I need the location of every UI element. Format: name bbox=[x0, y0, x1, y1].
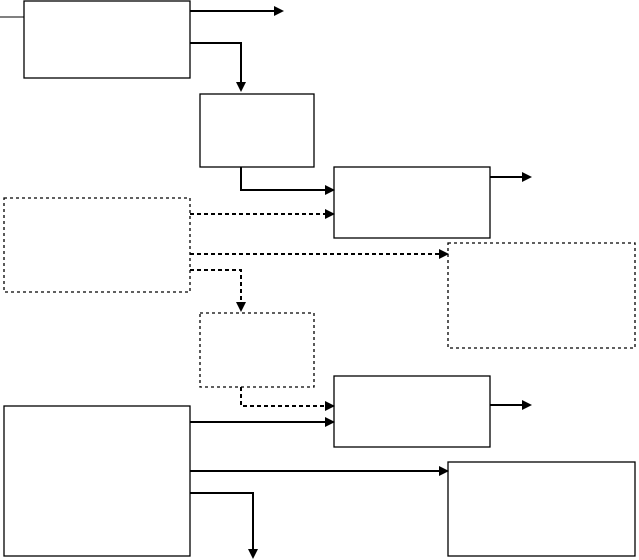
dashed-arrow-left-to-right-dashed bbox=[190, 249, 449, 259]
arrow-bottom-left-down bbox=[190, 492, 258, 559]
box-bottom-left bbox=[3, 405, 191, 557]
arrow-middle-upper-to-center-upper bbox=[240, 167, 335, 195]
arrow-bottom-left-to-bottom-right bbox=[190, 466, 449, 476]
box-top-left bbox=[23, 0, 191, 79]
dashed-arrow-left-to-middle-dashed bbox=[190, 269, 246, 312]
box-center-lower bbox=[333, 375, 491, 448]
arrow-center-upper-to-right bbox=[490, 172, 532, 182]
arrow-bottom-left-to-center-lower bbox=[190, 417, 335, 427]
arrow-center-lower-to-right bbox=[490, 400, 532, 410]
box-center-upper bbox=[333, 166, 491, 239]
dashed-arrow-left-to-center-upper bbox=[190, 209, 335, 219]
dashed-arrow-middle-dashed-to-center-lower bbox=[240, 387, 335, 411]
box-bottom-right bbox=[447, 461, 636, 557]
arrow-top-left-to-middle-upper bbox=[190, 42, 246, 92]
box-middle-upper bbox=[199, 93, 315, 168]
box-left-dashed bbox=[3, 197, 191, 293]
box-right-dashed bbox=[447, 242, 636, 349]
box-middle-dashed bbox=[199, 312, 315, 388]
arrow-top-left-to-right bbox=[190, 6, 284, 16]
